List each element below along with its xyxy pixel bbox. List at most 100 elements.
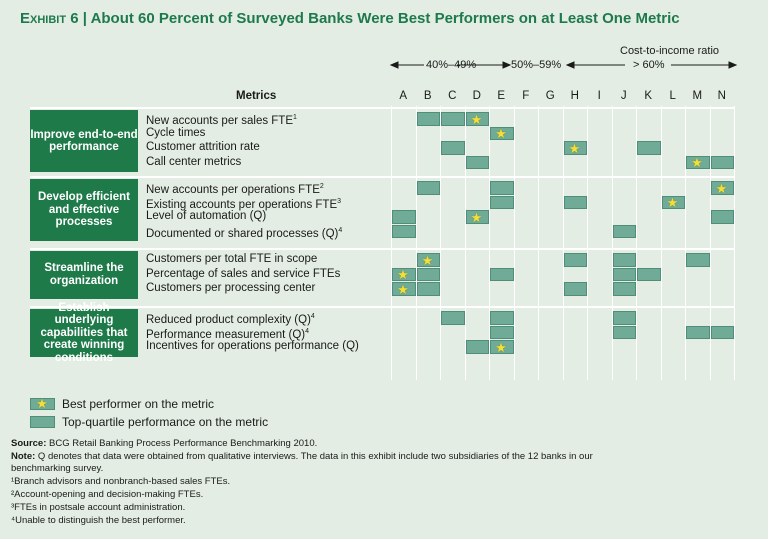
top-quartile-cell bbox=[465, 155, 489, 170]
top-quartile-cell bbox=[612, 224, 636, 239]
title-text: About 60 Percent of Surveyed Banks Were … bbox=[90, 10, 680, 27]
column-header-d: D bbox=[472, 90, 481, 102]
top-quartile-cell bbox=[392, 210, 416, 224]
metric-label: Reduced product complexity (Q)4 bbox=[146, 313, 315, 326]
group-label-2: Develop efficient and effective processe… bbox=[30, 179, 138, 242]
top-quartile-cell bbox=[612, 267, 636, 282]
legend-star-icon: ★ bbox=[36, 396, 48, 411]
group-separator bbox=[30, 176, 734, 178]
best-performer-star-icon: ★ bbox=[470, 111, 483, 127]
top-quartile-cell bbox=[490, 325, 514, 340]
metric-label: Customers per total FTE in scope bbox=[146, 253, 318, 265]
note-line-2: benchmarking survey. bbox=[11, 463, 104, 474]
best-performer-star-icon: ★ bbox=[568, 140, 581, 156]
top-quartile-cell bbox=[392, 224, 416, 239]
top-quartile-cell bbox=[416, 267, 440, 282]
grid-vline bbox=[587, 106, 588, 380]
top-quartile-cell bbox=[416, 112, 440, 126]
top-quartile-cell bbox=[686, 325, 710, 340]
top-quartile-cell bbox=[416, 282, 440, 296]
metrics-header: Metrics bbox=[236, 90, 277, 102]
top-quartile-cell bbox=[612, 311, 636, 325]
best-performer-star-icon: ★ bbox=[495, 339, 507, 355]
top-quartile-cell bbox=[416, 253, 440, 267]
legend-best-label: Best performer on the metric bbox=[62, 397, 215, 411]
grid-vline bbox=[734, 106, 735, 380]
grid-vline bbox=[660, 106, 662, 380]
top-quartile-cell bbox=[563, 253, 587, 267]
top-quartile-cell bbox=[710, 325, 734, 340]
top-quartile-cell bbox=[686, 253, 710, 267]
top-quartile-cell bbox=[563, 195, 587, 210]
best-performer-star-icon: ★ bbox=[666, 195, 679, 211]
source-note: Source: BCG Retail Banking Process Perfo… bbox=[11, 438, 318, 449]
column-header-a: A bbox=[399, 90, 408, 102]
group-label-1: Improve end-to-end performance bbox=[30, 110, 138, 173]
metric-label: Level of automation (Q) bbox=[146, 210, 267, 223]
best-performer-star-icon: ★ bbox=[495, 126, 507, 142]
grid-vline bbox=[685, 106, 686, 380]
top-quartile-cell bbox=[710, 155, 734, 170]
grid-vline bbox=[464, 106, 466, 380]
top-quartile-cell bbox=[490, 195, 514, 210]
best-performer-star-icon: ★ bbox=[397, 267, 409, 283]
group-label-3: Streamline the organization bbox=[30, 251, 138, 299]
grid-vline bbox=[611, 106, 613, 380]
top-quartile-cell bbox=[612, 253, 636, 267]
grid-vline bbox=[636, 106, 637, 380]
column-header-f: F bbox=[522, 90, 530, 102]
metric-label: New accounts per sales FTE1 bbox=[146, 114, 297, 127]
top-quartile-cell bbox=[490, 181, 514, 195]
group-label-4: Establish underlying capabilities that c… bbox=[30, 302, 138, 364]
top-quartile-cell bbox=[563, 282, 587, 296]
group-separator bbox=[30, 107, 734, 109]
column-header-c: C bbox=[448, 90, 457, 102]
group-separator bbox=[30, 248, 734, 250]
metric-label: Performance measurement (Q)4 bbox=[146, 327, 310, 341]
top-quartile-cell bbox=[637, 141, 661, 155]
grid-vline bbox=[562, 106, 564, 380]
grid-vline bbox=[513, 106, 515, 380]
top-quartile-cell bbox=[490, 340, 514, 354]
top-quartile-cell bbox=[465, 210, 489, 224]
metric-label: Cycle times bbox=[146, 126, 206, 139]
exhibit-title: Exhibit 6 | About 60 Percent of Surveyed… bbox=[20, 10, 680, 27]
top-quartile-cell bbox=[392, 282, 416, 296]
grid-vline bbox=[391, 106, 392, 380]
metric-label: Customer attrition rate bbox=[146, 141, 260, 154]
grid-vline bbox=[489, 106, 490, 380]
column-header-g: G bbox=[545, 90, 555, 102]
legend-best-swatch bbox=[30, 398, 55, 410]
top-quartile-cell bbox=[612, 325, 636, 340]
metric-label: New accounts per operations FTE2 bbox=[146, 183, 324, 196]
column-header-h: H bbox=[570, 90, 579, 102]
grid-vline bbox=[440, 106, 441, 380]
group-separator bbox=[30, 306, 734, 308]
top-quartile-cell bbox=[661, 195, 685, 210]
footnote-2: ²Account-opening and decision-making FTE… bbox=[11, 489, 204, 500]
column-header-m: M bbox=[692, 90, 703, 102]
column-header-k: K bbox=[644, 90, 653, 102]
footnote-3: ³FTEs in postsale account administration… bbox=[11, 502, 186, 513]
top-quartile-cell bbox=[710, 181, 734, 195]
top-quartile-cell bbox=[465, 340, 489, 354]
column-header-n: N bbox=[717, 90, 726, 102]
legend-top-swatch bbox=[30, 416, 55, 428]
footnote-4: ⁴Unable to distinguish the best performe… bbox=[11, 515, 186, 526]
top-quartile-cell bbox=[490, 267, 514, 282]
metric-label: Existing accounts per operations FTE3 bbox=[146, 197, 342, 211]
column-header-e: E bbox=[497, 90, 506, 102]
top-quartile-cell bbox=[612, 282, 636, 296]
metric-label: Documented or shared processes (Q)4 bbox=[146, 226, 343, 240]
top-quartile-cell bbox=[465, 112, 489, 126]
range-40-49: 40%–49% bbox=[426, 59, 477, 71]
top-quartile-cell bbox=[441, 112, 465, 126]
metric-label: Call center metrics bbox=[146, 155, 242, 168]
exhibit-label: Exhibit 6 bbox=[20, 10, 79, 27]
metric-label: Incentives for operations performance (Q… bbox=[146, 340, 359, 353]
top-quartile-cell bbox=[392, 267, 416, 282]
best-performer-star-icon: ★ bbox=[421, 252, 434, 268]
grid-vline bbox=[538, 106, 539, 380]
column-header-j: J bbox=[620, 90, 627, 102]
